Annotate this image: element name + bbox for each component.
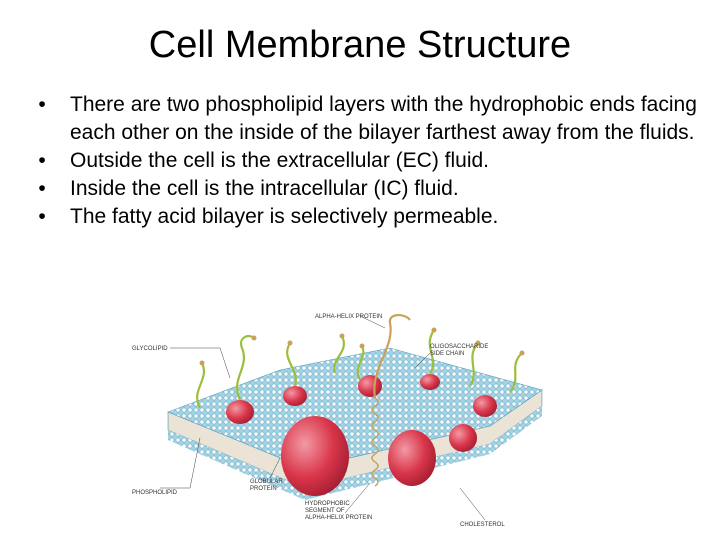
label-glycolipid: GLYCOLIPID [132, 346, 168, 352]
bullet-marker: • [38, 177, 46, 200]
label-globular-2: PROTEIN [250, 486, 277, 492]
bullet-item: • There are two phospholipid layers with… [30, 91, 710, 147]
bullet-item: • Inside the cell is the intracellular (… [30, 175, 710, 203]
globular-protein [281, 416, 349, 496]
globular-protein [420, 374, 440, 390]
membrane-lower-heads [168, 406, 542, 500]
label-hydrophobic-3: ALPHA-HELIX PROTEIN [305, 515, 372, 521]
bullet-item: • Outside the cell is the extracellular … [30, 147, 710, 175]
label-globular-1: GLOBULAR [250, 479, 283, 485]
bullet-marker: • [38, 205, 46, 228]
cell-membrane-illustration: ALPHA-HELIX PROTEIN GLYCOLIPID OLIGOSACC… [130, 308, 570, 540]
globular-protein [283, 386, 307, 406]
bullet-text: There are two phospholipid layers with t… [70, 93, 697, 144]
globular-protein [388, 430, 436, 486]
slide-title: Cell Membrane Structure [148, 24, 572, 66]
label-alpha-helix-protein: ALPHA-HELIX PROTEIN [315, 314, 382, 320]
bullet-item: • The fatty acid bilayer is selectively … [30, 203, 710, 231]
bullet-text: The fatty acid bilayer is selectively pe… [70, 205, 499, 228]
bullet-list: • There are two phospholipid layers with… [30, 91, 710, 231]
bullet-text: Inside the cell is the intracellular (IC… [70, 177, 459, 200]
bullet-text: Outside the cell is the extracellular (E… [70, 149, 490, 172]
oligosaccharide-chains [196, 329, 523, 409]
bullet-marker: • [38, 93, 46, 116]
membrane-drawing: ALPHA-HELIX PROTEIN GLYCOLIPID OLIGOSACC… [132, 314, 543, 528]
leader-lines [160, 315, 486, 521]
alpha-helix-protein [371, 397, 379, 487]
alpha-helix-loop [373, 314, 411, 399]
globular-protein [473, 395, 497, 417]
label-hydrophobic-2: SEGMENT OF [305, 508, 345, 514]
globular-protein [226, 400, 254, 424]
globular-protein [358, 375, 382, 397]
label-hydrophobic-1: HYDROPHOBIC [305, 501, 350, 507]
bullet-marker: • [38, 149, 46, 172]
label-phospholipid: PHOSPHOLIPID [132, 490, 178, 496]
label-oligosaccharide-1: OLIGOSACCHARIDE [430, 344, 488, 350]
globular-protein [449, 424, 477, 452]
label-oligosaccharide-2: SIDE CHAIN [430, 351, 464, 357]
label-cholesterol: CHOLESTEROL [460, 522, 505, 528]
sugar-beads [199, 327, 525, 366]
